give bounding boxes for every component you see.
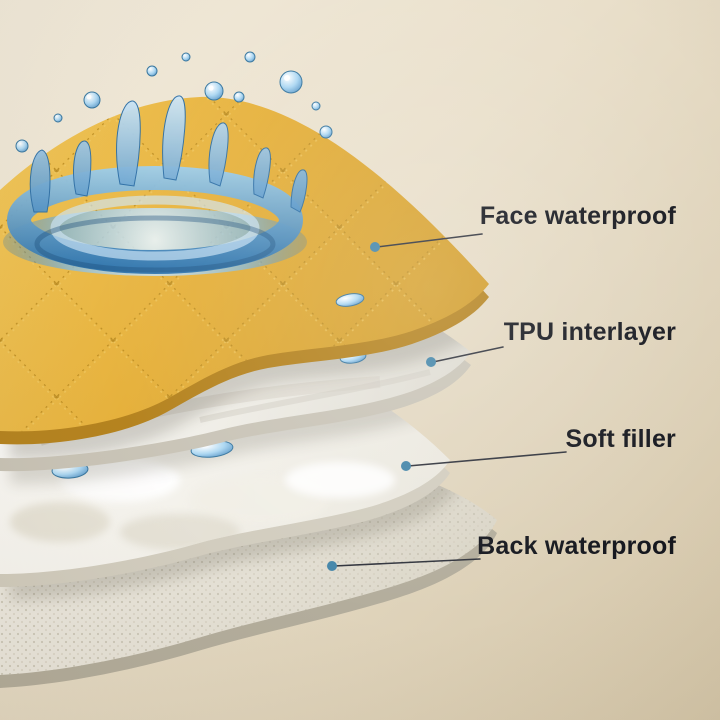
leader-dot-face (370, 242, 380, 252)
leader-line-filler (407, 451, 567, 467)
soft-filler-label: Soft filler (565, 425, 676, 453)
leader-dot-tpu (426, 357, 436, 367)
leader-dot-back (327, 561, 337, 571)
back-waterproof-label: Back waterproof (477, 532, 676, 560)
filler-fluff-texture (10, 322, 450, 550)
leader-lines (327, 233, 567, 571)
leader-line-back (333, 558, 481, 567)
leader-line-face (376, 233, 483, 248)
water-splash (3, 51, 365, 307)
splash-crown-spikes (29, 95, 308, 213)
face-waterproof-label: Face waterproof (479, 202, 676, 230)
water-droplet (335, 293, 365, 307)
leader-dot-filler (401, 461, 411, 471)
splash-droplets (15, 51, 333, 153)
face-waterproof-layer (0, 51, 489, 445)
soft-filler-layer (0, 322, 450, 587)
leader-line-tpu (432, 346, 504, 363)
tpu-interlayer-label: TPU interlayer (503, 318, 676, 346)
